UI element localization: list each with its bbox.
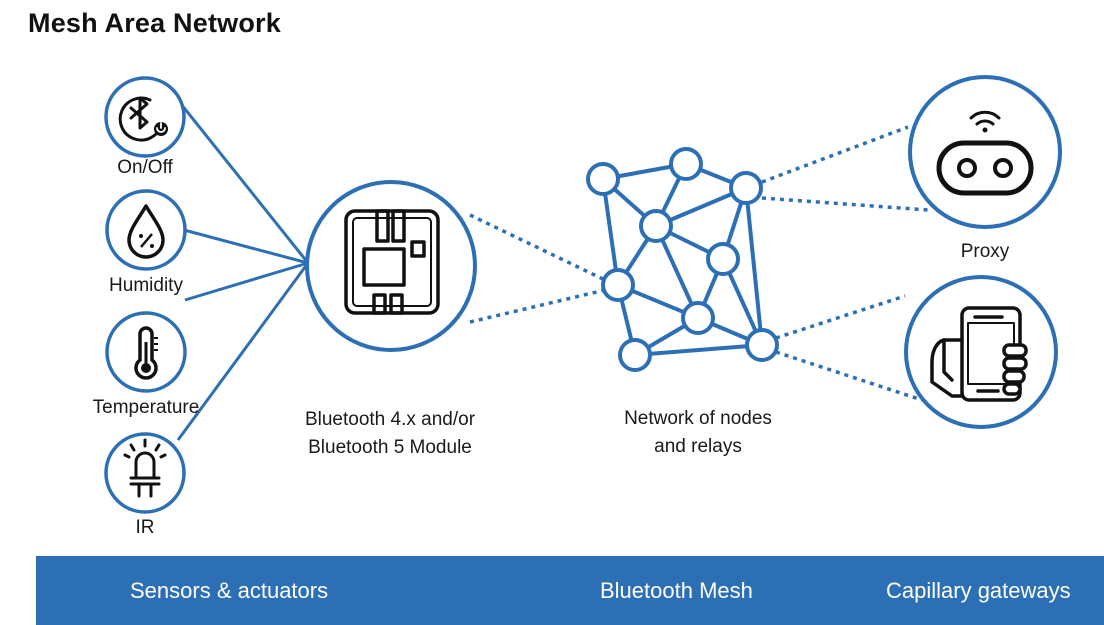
- sensor-label-onoff: On/Off: [117, 157, 173, 178]
- ir-bulb-plug-icon: [123, 438, 167, 498]
- mesh-node: [745, 328, 779, 362]
- proxy-label: Proxy: [960, 241, 1010, 262]
- sensor-label-temperature: Temperature: [92, 397, 200, 418]
- bluetooth-power-icon: [118, 96, 168, 142]
- chip-module-icon: [344, 209, 440, 315]
- wifi-router-icon: [936, 110, 1034, 196]
- footer-sensors-label: Sensors & actuators: [130, 578, 329, 603]
- module-circle: [305, 180, 477, 352]
- proxy-circle: [908, 75, 1062, 229]
- module-label-line1: Bluetooth 4.x and/or: [304, 409, 476, 430]
- sensor-label-humidity: Humidity: [109, 275, 183, 296]
- mesh-label-line2: and relays: [654, 436, 742, 457]
- mesh-node: [706, 242, 740, 276]
- footer-mesh-label: Bluetooth Mesh: [600, 578, 753, 603]
- footer-band: Sensors & actuators Bluetooth Mesh Capil…: [36, 556, 1104, 625]
- sensor-connectors: [176, 103, 310, 441]
- sensor-humidity: [105, 189, 187, 271]
- mesh-node: [601, 268, 635, 302]
- hand-smartphone-icon: [930, 306, 1028, 402]
- phone-circle: [904, 275, 1058, 429]
- footer-gateways-label: Capillary gateways: [886, 578, 1071, 603]
- sensor-onoff: [104, 76, 186, 158]
- mesh-node: [618, 338, 652, 372]
- mesh-nodes: [586, 147, 779, 372]
- mesh-node: [729, 171, 763, 205]
- mesh-node: [669, 147, 703, 181]
- mesh-node: [681, 301, 715, 335]
- mesh-node: [639, 209, 673, 243]
- mesh-diagram: [104, 75, 1062, 514]
- water-drop-percent-icon: [127, 204, 165, 259]
- module-label-line2: Bluetooth 5 Module: [308, 437, 472, 458]
- mesh-label-line1: Network of nodes: [624, 408, 772, 429]
- mesh-label: Network of nodes and relays: [588, 405, 808, 461]
- thermometer-icon: [134, 326, 158, 380]
- sensor-ir: [104, 432, 186, 514]
- page-title: Mesh Area Network: [28, 8, 281, 38]
- module-label: Bluetooth 4.x and/or Bluetooth 5 Module: [270, 406, 510, 462]
- dotted-links: [469, 125, 929, 402]
- sensor-label-ir: IR: [135, 517, 155, 538]
- mesh-node: [586, 162, 620, 196]
